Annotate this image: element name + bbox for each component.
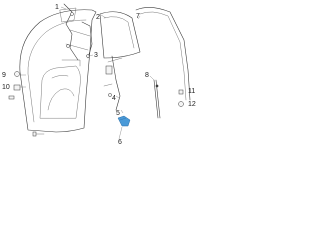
bolt — [32, 131, 45, 137]
callout-10: 10 — [2, 84, 10, 91]
plug — [13, 84, 21, 91]
regulator-rail — [103, 55, 123, 111]
leader-lines — [20, 6, 155, 140]
clip — [8, 95, 15, 100]
callout-4: 4 — [112, 95, 116, 102]
glass-run-channel — [135, 7, 191, 101]
callout-2: 2 — [96, 14, 100, 21]
callout-11: 11 — [188, 88, 196, 95]
callout-9: 9 — [2, 72, 6, 79]
nut — [178, 101, 184, 107]
door-frame — [19, 9, 97, 133]
callout-8: 8 — [145, 72, 149, 79]
screw — [178, 89, 184, 95]
door-window-regulator-diagram — [8, 3, 191, 140]
screw-left — [108, 93, 112, 97]
callout-6: 6 — [118, 139, 122, 146]
grommet — [14, 71, 20, 77]
callout-5: 5 — [116, 110, 120, 117]
window-regulator — [59, 3, 93, 61]
callout-12: 12 — [188, 101, 196, 108]
callout-3: 3 — [94, 52, 98, 59]
window-motor — [117, 115, 131, 127]
callout-1: 1 — [55, 4, 59, 11]
callout-7: 7 — [136, 13, 140, 20]
rear-channel-bar — [153, 79, 161, 119]
window-glass — [99, 11, 141, 59]
